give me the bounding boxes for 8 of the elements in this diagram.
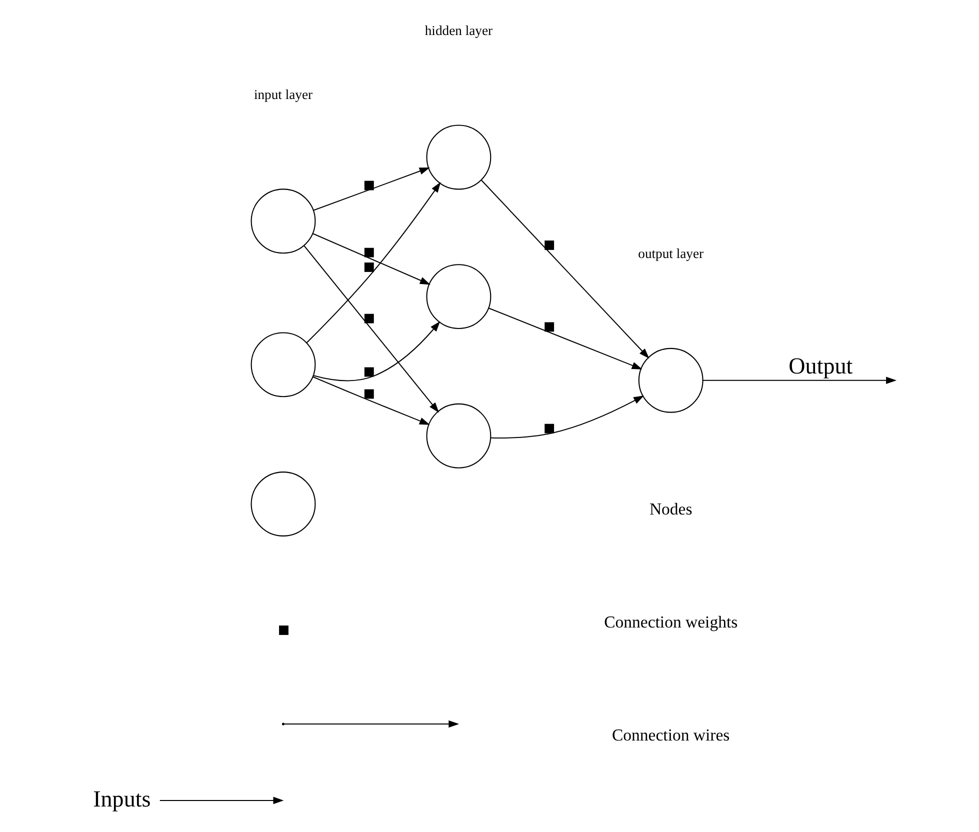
legend-label: Nodes <box>648 499 692 518</box>
legend-label: Connection wires <box>612 726 730 745</box>
label: hidden layer <box>424 23 492 38</box>
edge-label: Output <box>788 352 852 379</box>
node-text: Inputs <box>92 785 150 812</box>
label: output layer <box>638 246 704 262</box>
legend-label: Connection weights <box>604 612 738 632</box>
label: input layer <box>253 86 312 102</box>
